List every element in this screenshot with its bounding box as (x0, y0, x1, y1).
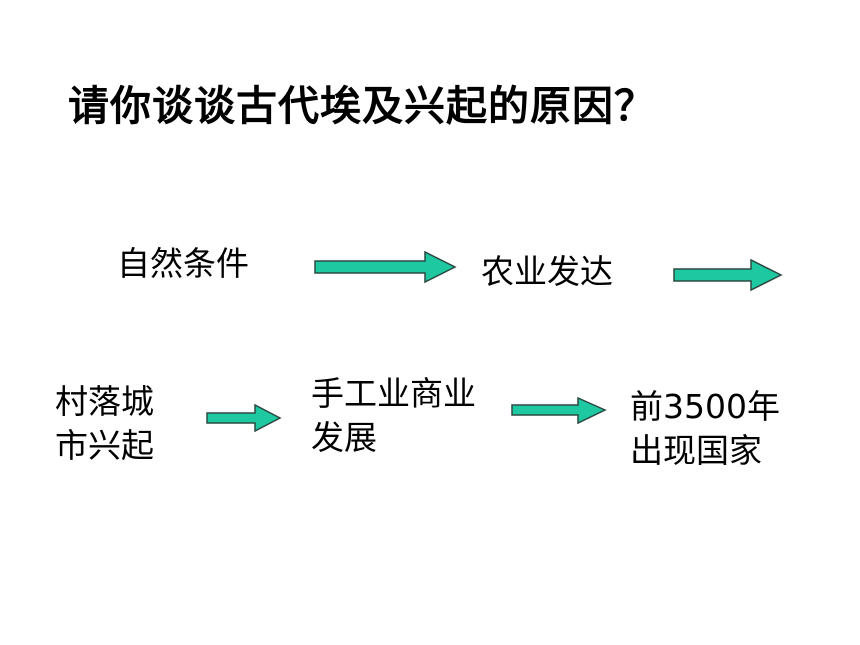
arrow-shape (511, 396, 607, 425)
arrow-shape (314, 250, 457, 284)
arrow-right-icon (206, 403, 282, 433)
node-handicraft-commerce-line1: 手工业商业 (311, 374, 476, 413)
node-villages-cities-line2: 市兴起 (55, 426, 154, 465)
node-villages-cities: 村落城 市兴起 (55, 380, 154, 468)
node-villages-cities-line1: 村落城 (55, 382, 154, 421)
arrow-right-icon (511, 396, 607, 425)
node-state-formation: 前3500年 出现国家 (630, 385, 780, 473)
node-handicraft-commerce-line2: 发展 (311, 418, 377, 457)
node-handicraft-commerce: 手工业商业 发展 (311, 372, 476, 460)
node-state-formation-line1: 前3500年 (630, 387, 780, 426)
node-natural-conditions: 自然条件 (117, 244, 249, 283)
arrow-right-icon (314, 250, 457, 284)
arrow-shape (206, 403, 282, 433)
node-state-formation-line2: 出现国家 (630, 431, 762, 470)
arrow-shape (673, 258, 783, 292)
arrow-right-icon (673, 258, 783, 292)
slide-title: 请你谈谈古代埃及兴起的原因？ (68, 82, 656, 130)
node-agriculture: 农业发达 (481, 252, 613, 291)
